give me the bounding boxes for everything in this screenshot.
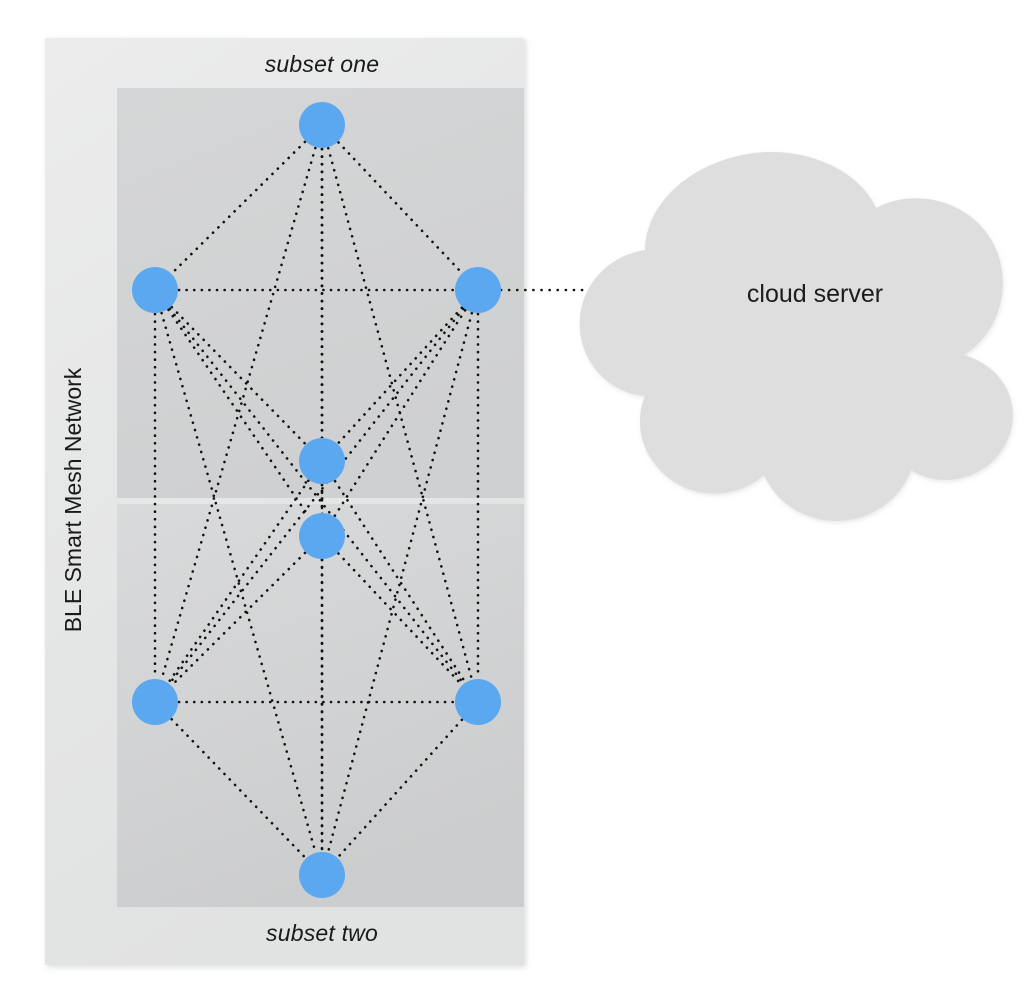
mesh-node-center-upper[interactable] [299, 438, 345, 484]
mesh-edges [153, 140, 480, 860]
mesh-edge [337, 552, 463, 686]
mesh-edge [337, 141, 463, 274]
cloud-server[interactable]: cloud server [579, 151, 1013, 522]
cloud-shape [579, 151, 1013, 522]
mesh-edge [326, 311, 474, 854]
mesh-edge [170, 551, 307, 687]
subset-boxes [117, 88, 524, 907]
mesh-node-bottom-right[interactable] [455, 679, 501, 725]
subset-two-label: subset two [266, 920, 378, 946]
mesh-edge [336, 306, 464, 445]
mesh-edge [170, 717, 307, 860]
mesh-edge [168, 307, 465, 685]
mesh-edge [160, 146, 317, 681]
mesh-edge [170, 140, 307, 275]
mesh-edge [333, 308, 467, 518]
cloud-server-label: cloud server [747, 280, 883, 308]
mesh-edge [167, 479, 310, 684]
subset-one-label: subset one [265, 51, 380, 77]
mesh-node-right[interactable] [455, 267, 501, 313]
mesh-edge [170, 305, 307, 446]
mesh-edge [160, 311, 317, 854]
mesh-node-center-lower[interactable] [299, 513, 345, 559]
mesh-node-bottom[interactable] [299, 852, 345, 898]
mesh-edge [336, 718, 464, 859]
mesh-nodes [132, 102, 501, 898]
mesh-node-top[interactable] [299, 102, 345, 148]
network-title-label: BLE Smart Mesh Network [60, 367, 86, 632]
mesh-node-left[interactable] [132, 267, 178, 313]
mesh-edge [168, 307, 465, 685]
mesh-node-bottom-left[interactable] [132, 679, 178, 725]
